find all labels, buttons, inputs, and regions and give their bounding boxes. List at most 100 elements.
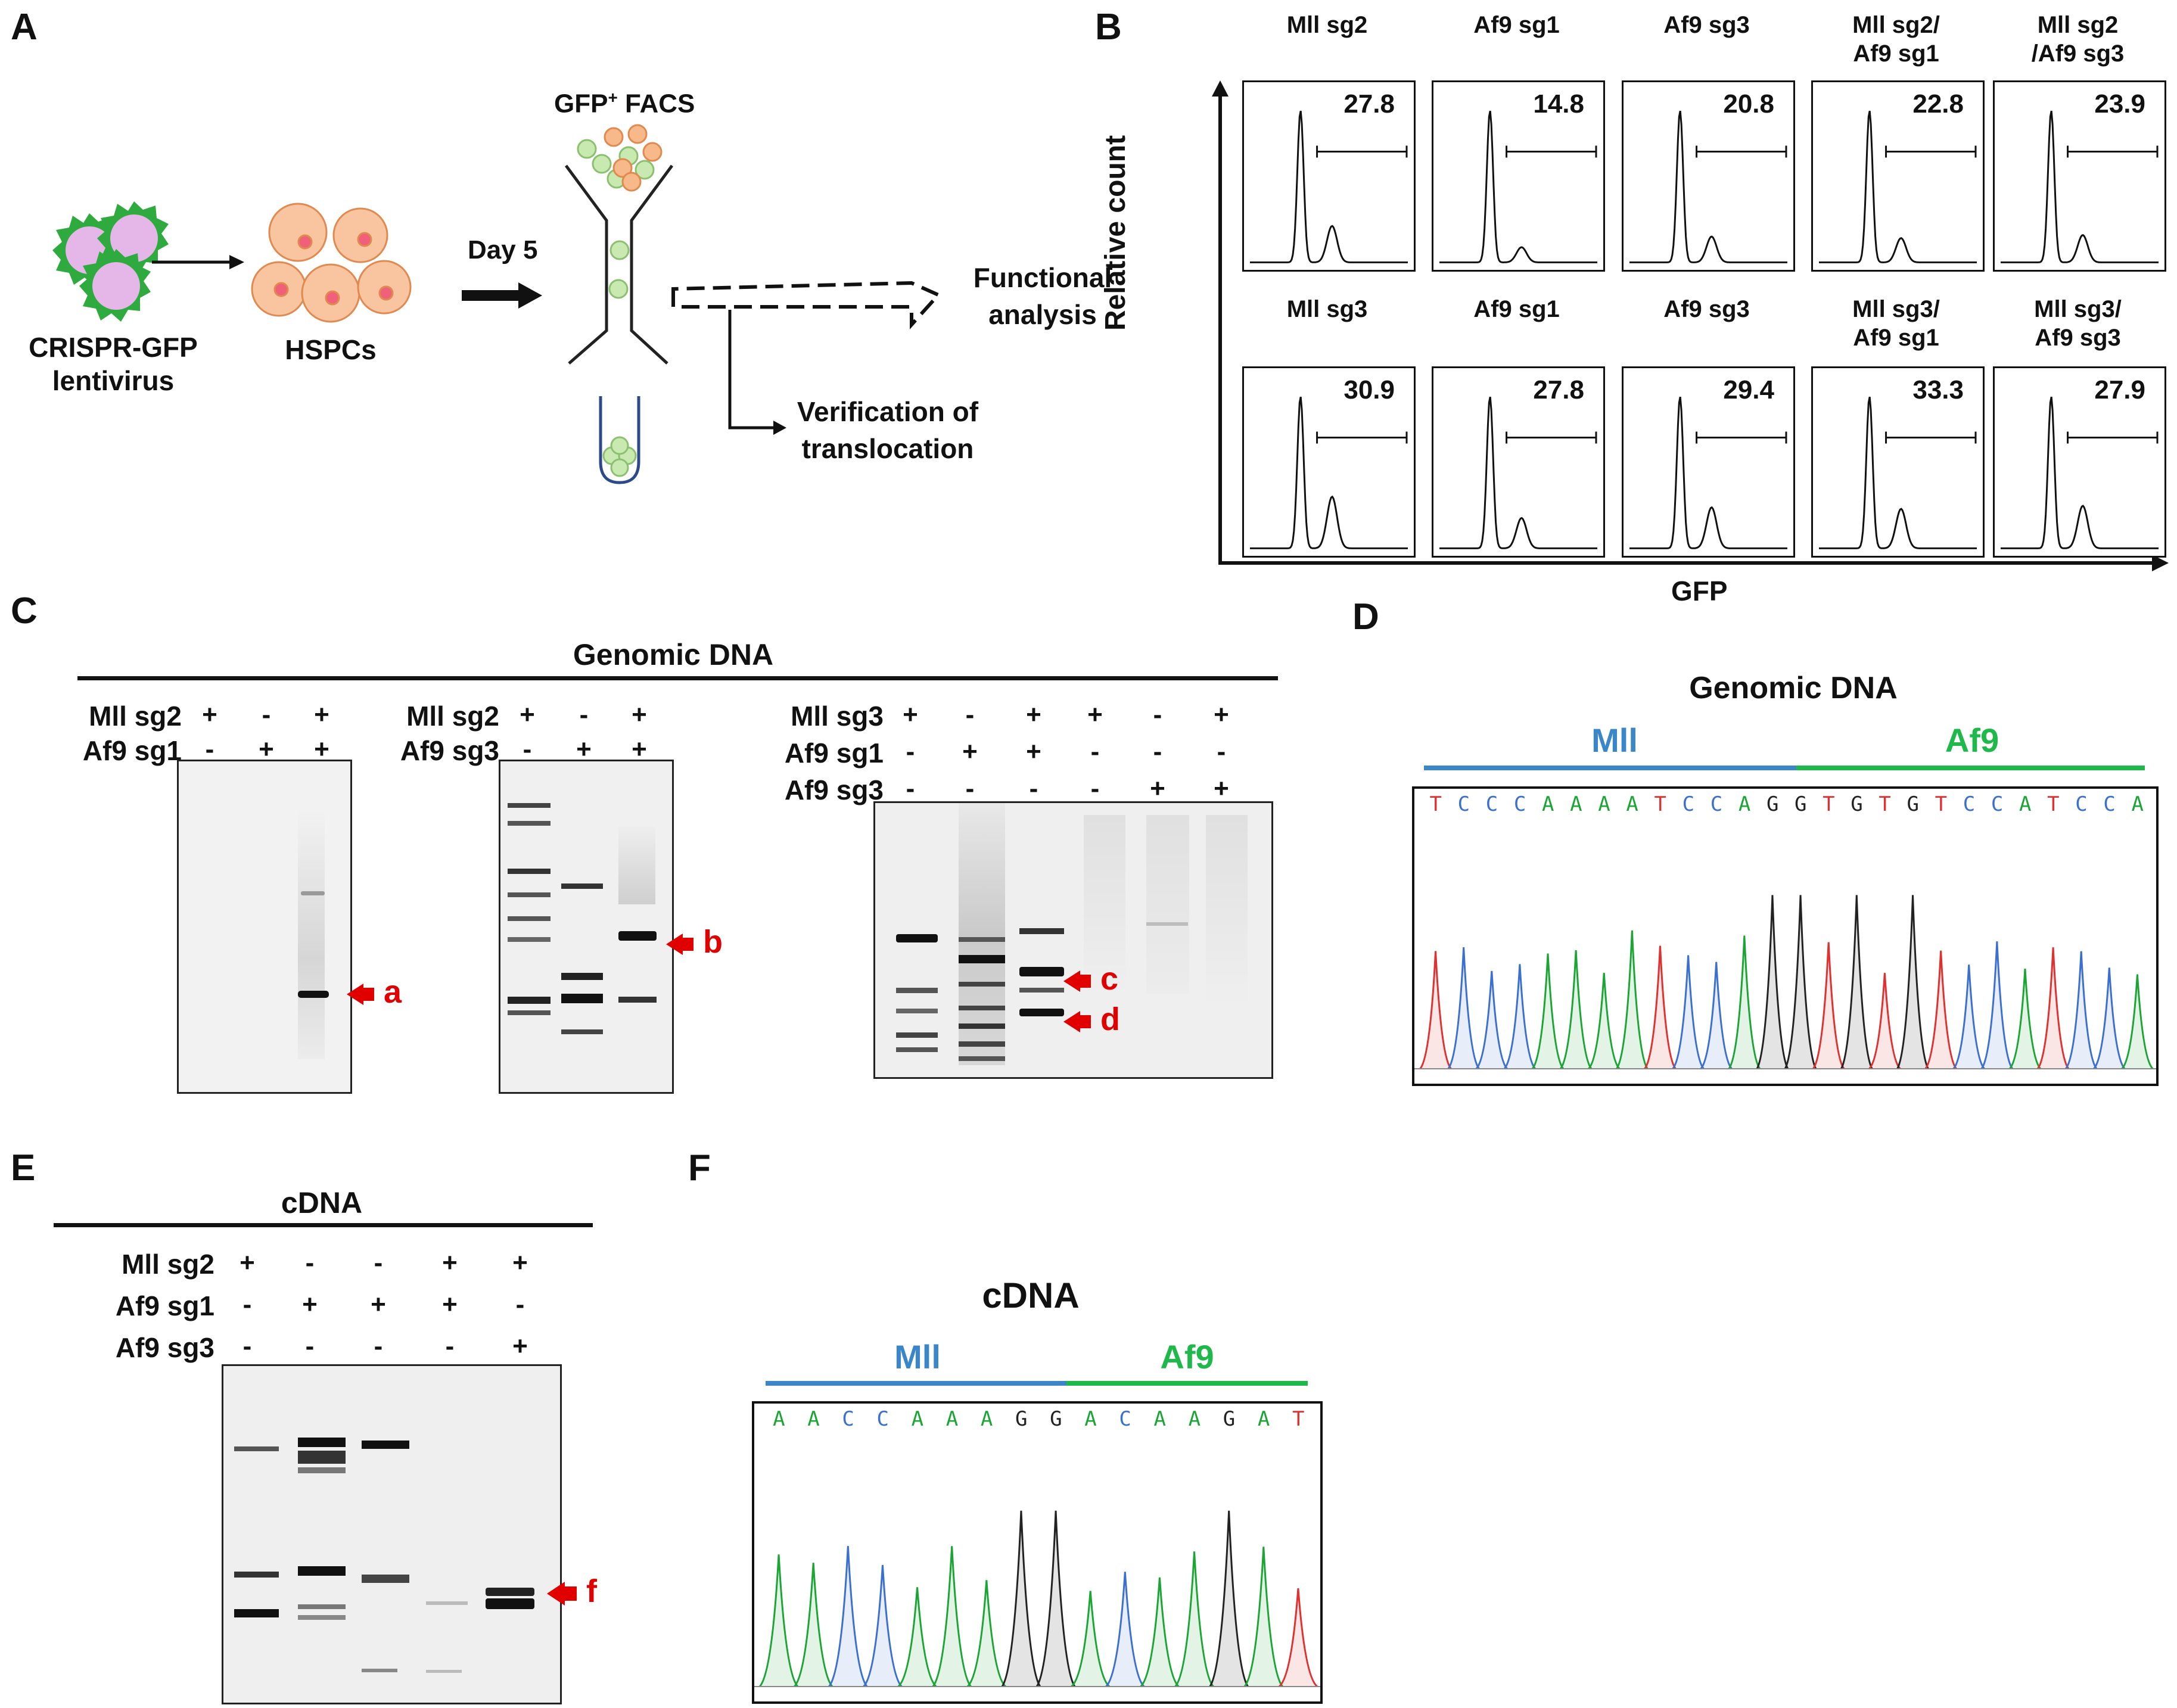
trace-peak [1105,1572,1145,1688]
verification-label: Verification of translocation [780,393,995,467]
base-call: T [1823,792,1835,816]
gfp-gate-marker [1696,145,1787,158]
base-call: G [1766,792,1779,816]
lane-sign: + [512,1331,528,1361]
histogram-curve [2001,110,2159,263]
gel1-band-faint [301,891,325,895]
trace-peak [1071,1591,1111,1688]
base-call: A [1153,1407,1166,1431]
lane-sign: - [1153,737,1162,766]
arrow-a-body [363,987,374,1001]
histogram-trace [1629,110,1787,263]
lane-sign: + [1026,737,1041,766]
lane-row-label: Af9 sg3 [400,735,499,766]
panel-f-mll-bar [766,1381,1066,1386]
base-call: A [807,1407,820,1431]
lane-sign: - [906,774,915,803]
gfp-gate-marker [1885,145,1977,158]
gfp-gate-marker [2067,145,2159,158]
arrow-d-head-icon [1063,1010,1080,1032]
flow-histogram-box: 22.8 [1811,80,1985,272]
band-arrow-d: d [1063,1001,1120,1038]
panel-d-mll-label: Mll [1591,721,1638,759]
trace-peak [828,1545,868,1687]
trace-peak [758,1554,799,1688]
panel-f-mll-label: Mll [894,1338,941,1376]
base-call: C [1710,792,1723,816]
trace-peak [1035,1510,1076,1687]
trace-peak [1868,973,1901,1070]
histogram-curve [1250,396,1408,549]
trace-peak [932,1546,972,1687]
flow-condition-label: Af9 sg3 [1616,11,1797,39]
base-call: C [1457,792,1470,816]
base-call: C [1513,792,1526,816]
lane-sign: - [262,700,271,729]
histogram-trace [1819,396,1977,549]
arrow-b-head-icon [666,933,683,955]
flow-condition-line1: Mll sg2 [1286,12,1368,38]
functional-line1: Functional [973,262,1112,293]
histogram-curve [1439,110,1597,263]
arrow-a-label: a [384,974,402,1010]
band-arrow-c: c [1063,960,1118,997]
lane-sign: + [903,700,918,729]
lane-sign: + [302,1290,318,1319]
flow-histogram-box: 30.9 [1242,366,1416,558]
flow-condition-line1: Af9 sg1 [1473,296,1560,322]
trace-peak [1924,950,1957,1069]
gfp-percent: 30.9 [1343,375,1395,405]
lane-row-label: Af9 sg1 [115,1290,214,1321]
lane-sign: + [371,1290,386,1319]
trace-peak [966,1580,1006,1688]
lane-sign: + [240,1248,255,1277]
gfp-percent: 27.8 [1343,89,1395,119]
flow-histogram-box: 29.4 [1622,366,1795,558]
trace-peak [1812,942,1845,1069]
histogram-trace [2001,110,2159,263]
histogram-trace [1250,110,1408,263]
lane-sign: - [305,1331,315,1361]
gfp-percent: 22.8 [1912,89,1964,119]
panel-d-title: Genomic DNA [1689,671,1898,705]
panel-label-d: D [1352,596,1379,637]
histogram-curve [1439,396,1597,549]
arrow-c-head-icon [1063,970,1080,992]
base-call: C [1485,792,1498,816]
trace-peak [1980,941,2014,1069]
gel3-lane4-smear [1084,815,1125,994]
flow-condition-line1: Mll sg2/ [1852,12,1940,38]
base-call: C [1963,792,1976,816]
y-axis-label: Relative count [1100,135,1131,331]
x-axis-label: GFP [1671,575,1728,606]
flow-condition-line1: Mll sg3 [1286,296,1368,322]
lane-sign: - [305,1248,315,1277]
gel-4 [222,1364,562,1704]
lane-sign: + [314,735,329,764]
histogram-trace [1439,110,1597,263]
lane-sign: + [442,1290,458,1319]
base-call: G [1851,792,1863,816]
flow-condition-label: Af9 sg1 [1426,11,1607,39]
histogram-curve [1629,110,1787,263]
lane-sign: + [1214,700,1229,729]
verification-line1: Verification of [797,396,979,427]
arrow-b-label: b [703,924,723,960]
trace-peak [1700,962,1733,1070]
virus-label: CRISPR-GFP lentivirus [24,331,203,397]
flow-condition-line1: Mll sg3/ [1852,296,1940,322]
gfp-gate-marker [1506,431,1597,444]
lane-row-label: Mll sg2 [89,701,182,732]
base-call: A [1084,1407,1097,1431]
trace-peak [1447,947,1480,1069]
lane-sign: - [515,1290,525,1319]
facs-funnel-icon [564,124,674,365]
band-arrow-b: b [666,923,723,960]
trace-peak [1672,955,1705,1069]
flow-condition-line2: Af9 sg1 [1853,325,1939,351]
lane-sign: - [965,700,975,729]
functional-line2: analysis [988,299,1097,330]
base-call: T [1654,792,1666,816]
gel1-smear [298,809,325,1059]
